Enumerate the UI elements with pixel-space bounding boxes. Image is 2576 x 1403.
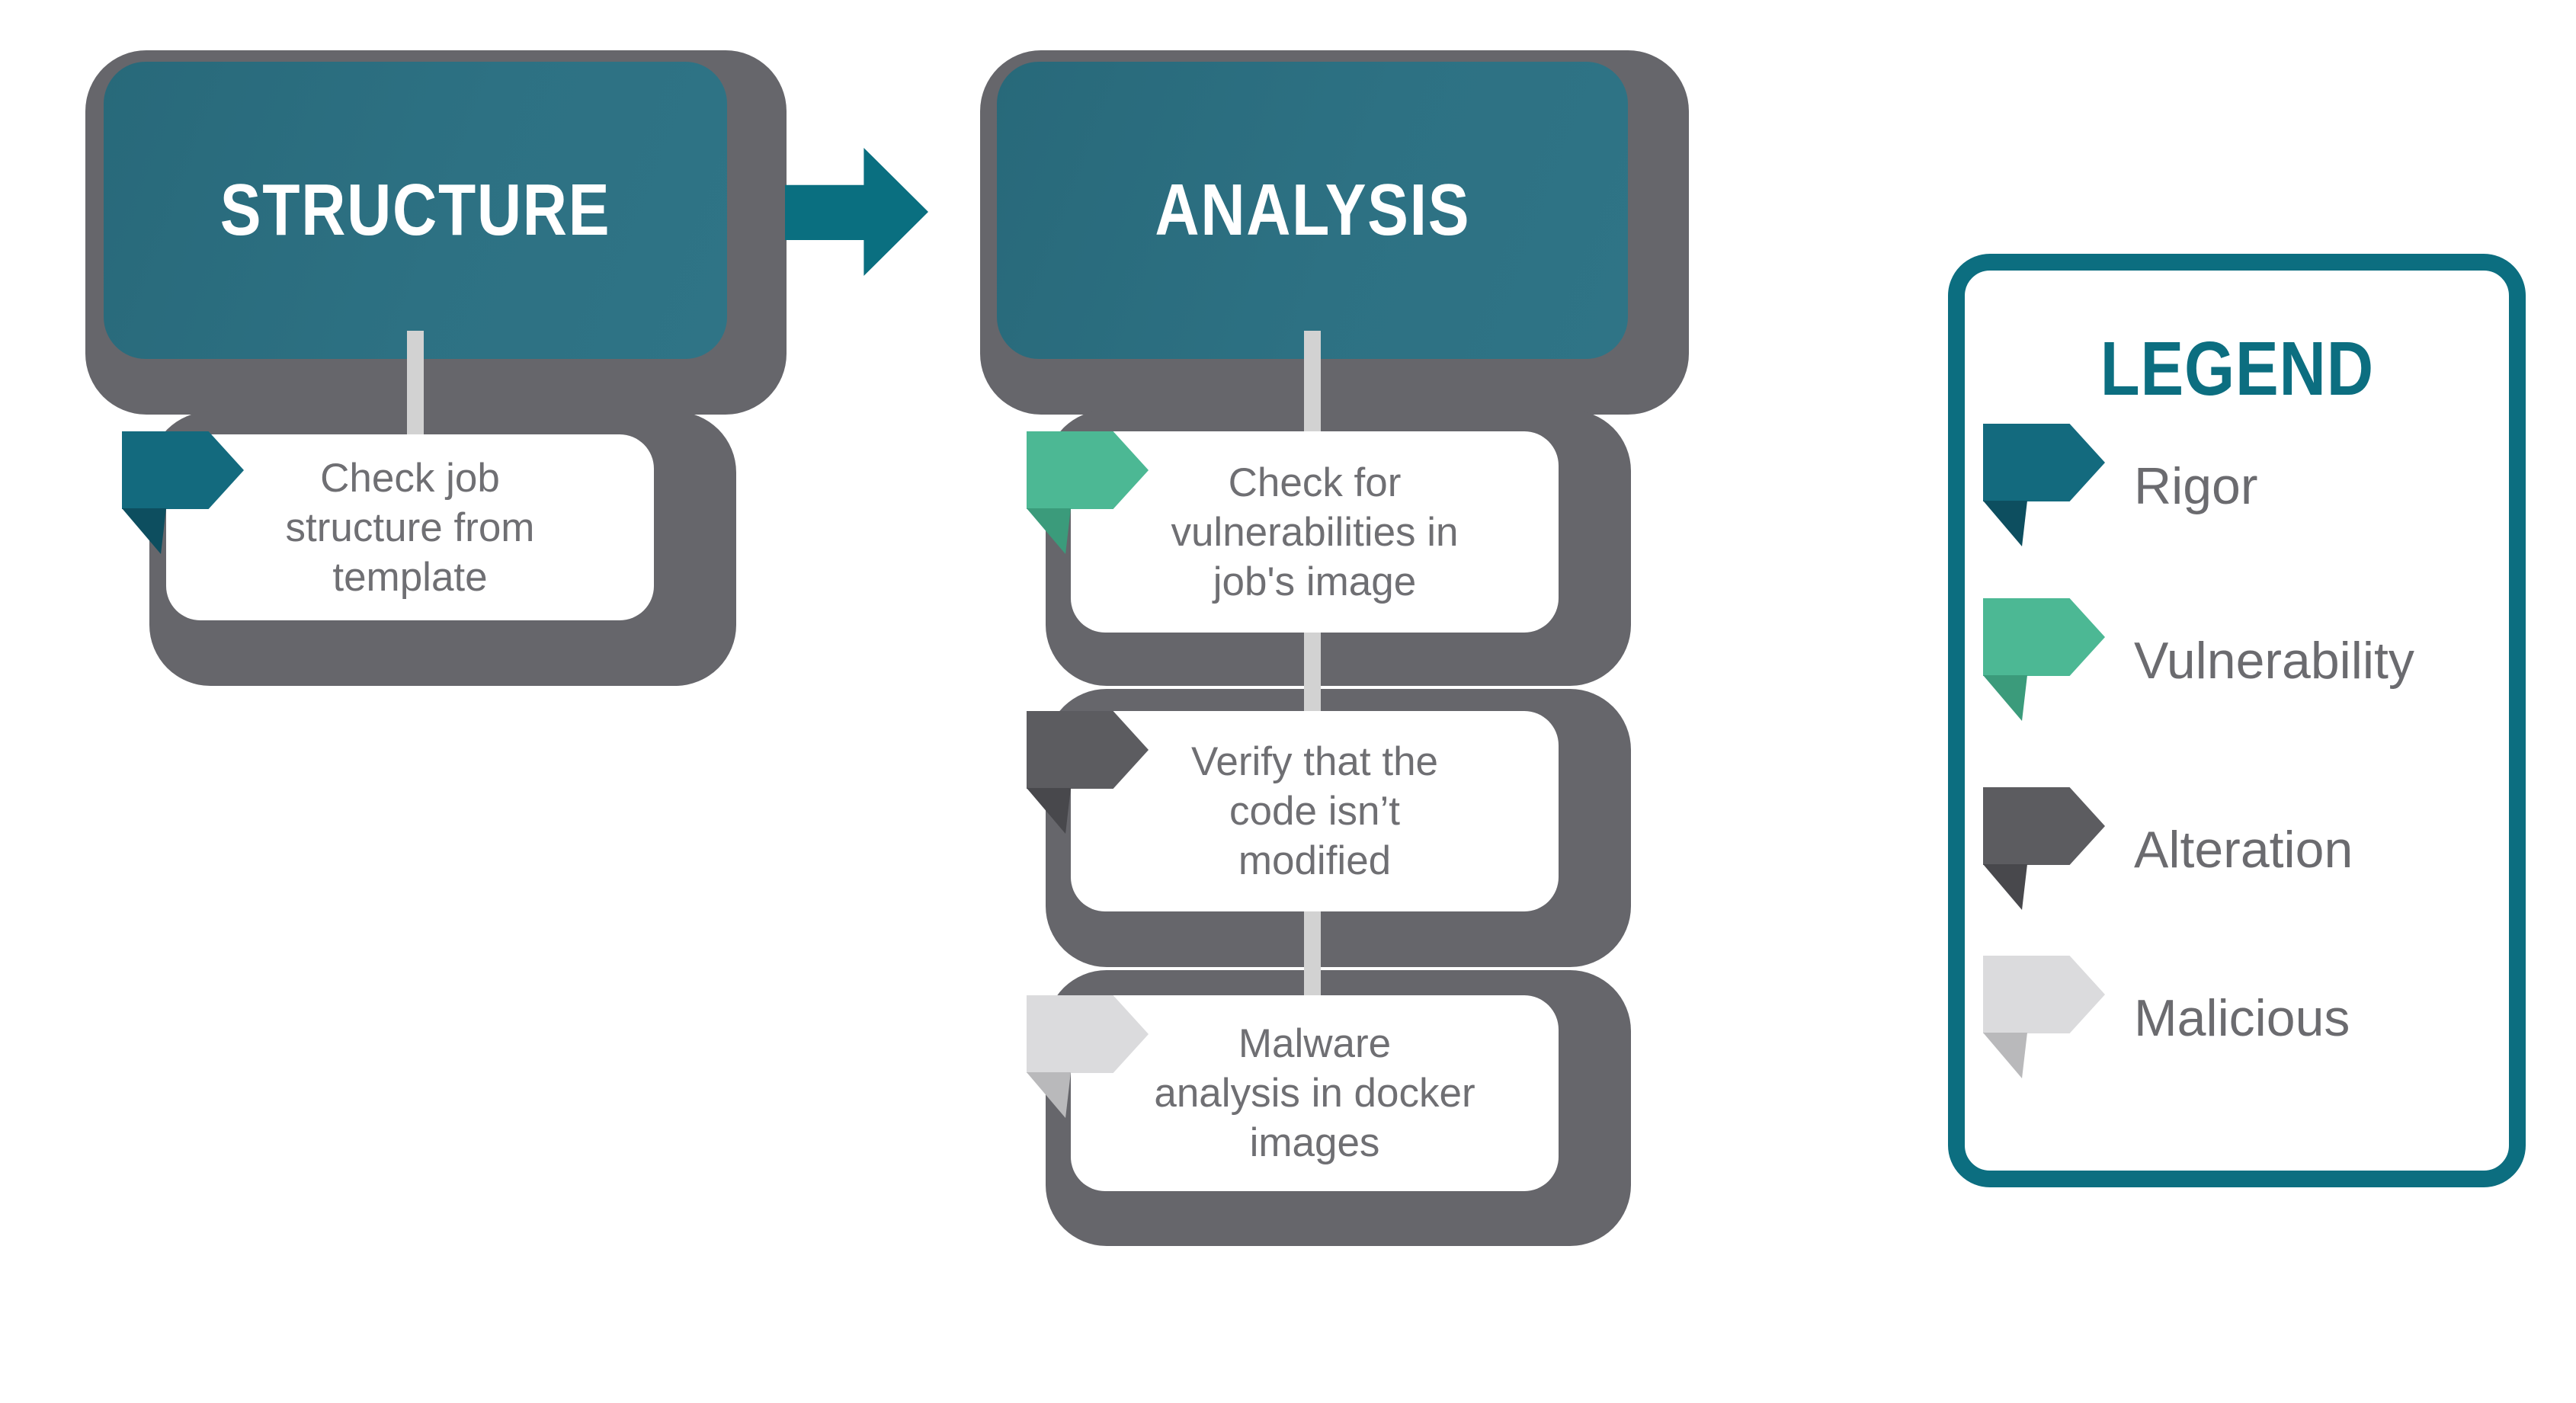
task-text-line: Malware xyxy=(1238,1021,1392,1066)
rigor-tag-icon xyxy=(1983,424,2105,549)
tag-fold xyxy=(1983,864,2027,910)
malicious-tag-icon xyxy=(1983,956,2105,1081)
analysis-stage-title: ANALYSIS xyxy=(1155,169,1470,251)
task-card-text: Check job structure from template xyxy=(286,453,535,602)
alteration-tag-icon xyxy=(1983,787,2105,912)
task-card-malware-analysis: Malware analysis in docker images xyxy=(1071,995,1559,1191)
task-text-line: Verify that the xyxy=(1190,739,1439,784)
connector-line xyxy=(1304,629,1321,722)
tag-body xyxy=(122,431,244,509)
task-text-line: structure from xyxy=(285,505,535,550)
tag-body xyxy=(1983,956,2105,1033)
malicious-tag-icon xyxy=(1027,995,1149,1120)
tag-fold xyxy=(1027,788,1071,834)
connector-line xyxy=(1304,908,1321,1006)
tag-body xyxy=(1983,787,2105,865)
flow-arrow-icon xyxy=(785,148,928,276)
structure-stage-box: STRUCTURE xyxy=(104,62,727,359)
alteration-tag-icon xyxy=(1027,711,1149,836)
task-card-text: Check for vulnerabilities in job's image xyxy=(1171,458,1458,607)
legend-item-alteration: Alteration xyxy=(1983,787,2353,910)
tag-fold xyxy=(1983,501,2027,546)
rigor-tag-icon xyxy=(122,431,244,556)
task-text-line: images xyxy=(1249,1120,1380,1165)
tag-fold xyxy=(1983,1033,2027,1078)
legend-item-rigor: Rigor xyxy=(1983,424,2258,546)
vulnerability-tag-icon xyxy=(1027,431,1149,556)
task-text-line: template xyxy=(332,554,488,600)
task-text-line: Check for xyxy=(1228,460,1402,505)
legend-title: LEGEND xyxy=(1965,325,2509,413)
analysis-stage-box: ANALYSIS xyxy=(997,62,1628,359)
task-text-line: vulnerabilities in xyxy=(1171,509,1459,555)
task-text-line: job's image xyxy=(1213,559,1417,604)
tag-body xyxy=(1027,711,1149,789)
legend-item-label: Alteration xyxy=(2134,821,2353,879)
task-card-check-vulnerabilities: Check for vulnerabilities in job's image xyxy=(1071,431,1559,633)
tag-body xyxy=(1027,431,1149,509)
tag-fold xyxy=(1027,1072,1071,1118)
task-card-text: Verify that the code isn’t modified xyxy=(1191,737,1438,886)
task-card-check-job-structure: Check job structure from template xyxy=(166,434,654,620)
tag-fold xyxy=(1983,675,2027,721)
legend-item-label: Rigor xyxy=(2134,457,2258,515)
task-card-text: Malware analysis in docker images xyxy=(1154,1019,1475,1168)
connector-line xyxy=(407,331,424,445)
tag-fold xyxy=(122,508,166,554)
legend-title-text: LEGEND xyxy=(2100,326,2374,412)
legend-item-label: Vulnerability xyxy=(2134,632,2414,690)
task-text-line: modified xyxy=(1238,838,1392,883)
tag-body xyxy=(1983,424,2105,501)
legend-panel: LEGEND Rigor Vulnerability Alteration xyxy=(1948,254,2526,1187)
legend-item-malicious: Malicious xyxy=(1983,956,2350,1078)
tag-fold xyxy=(1027,508,1071,554)
vulnerability-tag-icon xyxy=(1983,598,2105,723)
legend-item-vulnerability: Vulnerability xyxy=(1983,598,2414,721)
task-text-line: code isn’t xyxy=(1229,789,1400,834)
tag-body xyxy=(1027,995,1149,1073)
connector-line xyxy=(1304,331,1321,445)
task-card-verify-code: Verify that the code isn’t modified xyxy=(1071,711,1559,911)
structure-stage-title: STRUCTURE xyxy=(219,169,611,251)
legend-item-label: Malicious xyxy=(2134,989,2350,1047)
tag-body xyxy=(1983,598,2105,676)
task-text-line: analysis in docker xyxy=(1154,1071,1475,1116)
task-text-line: Check job xyxy=(320,455,500,501)
